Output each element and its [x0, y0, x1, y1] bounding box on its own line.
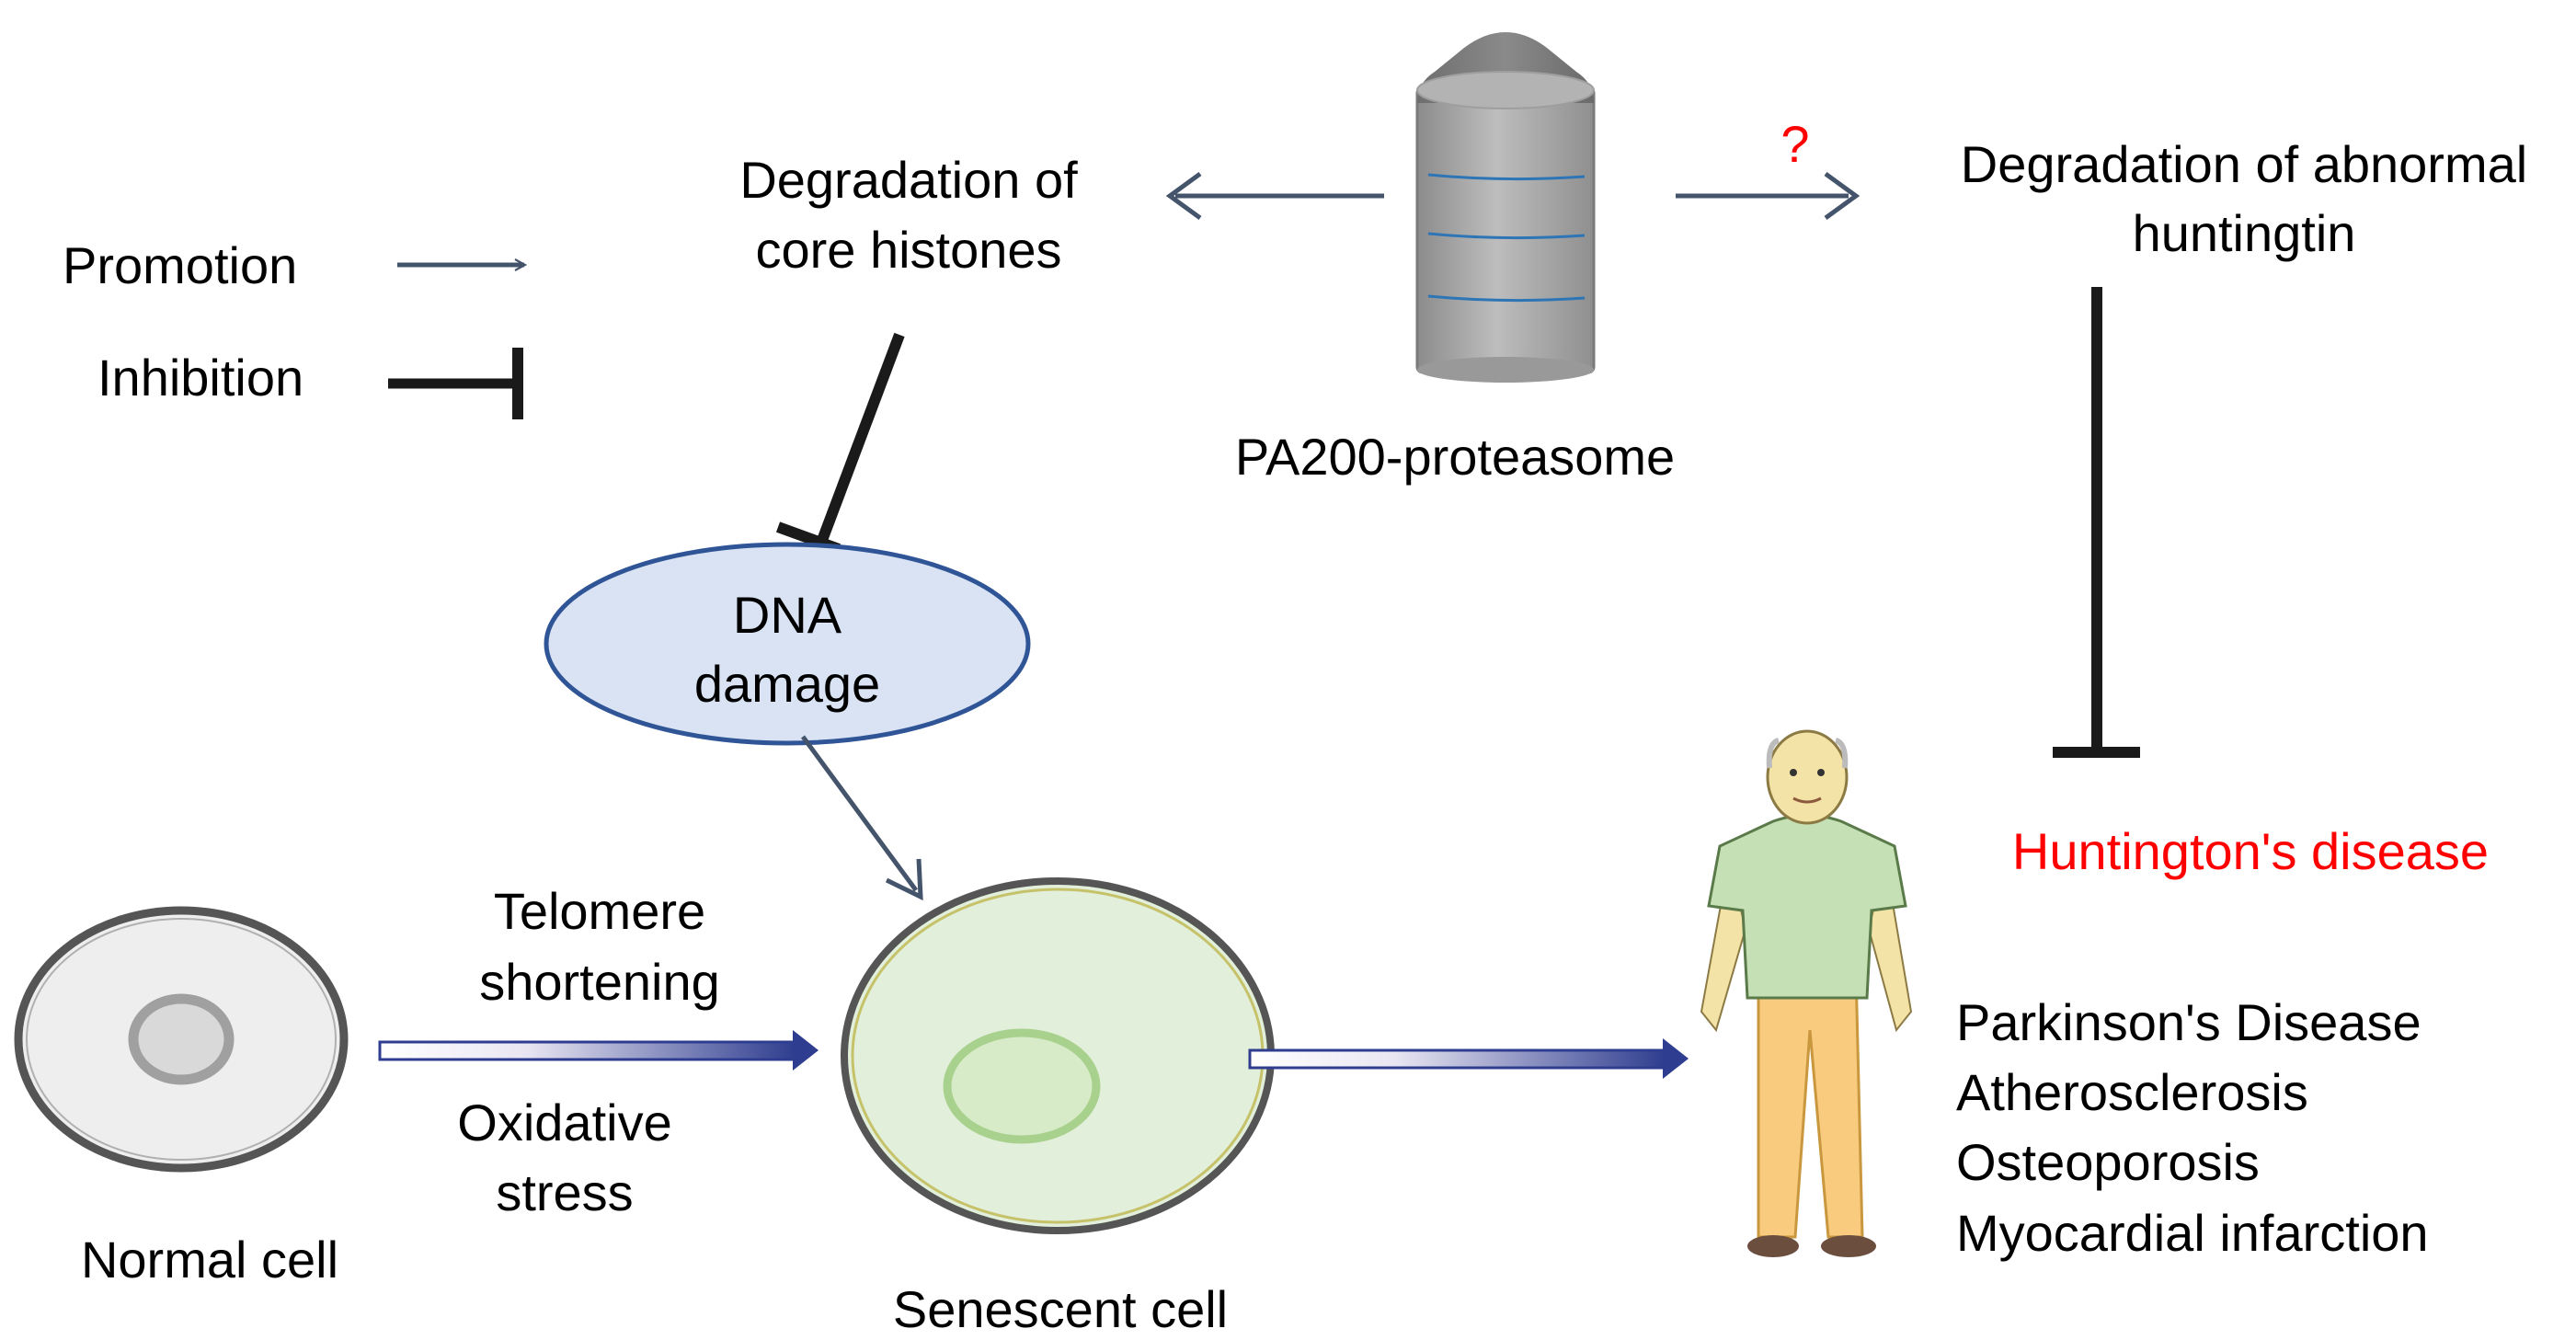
senescent-cell-label: Senescent cell: [893, 1280, 1228, 1338]
disease-parkinsons: Parkinson's Disease: [1956, 993, 2421, 1051]
normal-cell-label: Normal cell: [81, 1231, 338, 1288]
dna-damage-line2: damage: [694, 655, 880, 713]
huntingtin-degradation-line2: huntingtin: [2133, 204, 2356, 262]
disease-atherosclerosis: Atherosclerosis: [1956, 1063, 2308, 1121]
legend-promotion-label: Promotion: [63, 236, 297, 294]
normal-to-senescent-arrow: [378, 1030, 819, 1071]
huntingtin-degradation-line1: Degradation of abnormal: [1961, 135, 2527, 193]
legend-inhibition-symbol: [388, 348, 523, 419]
histone-degradation-line1: Degradation of: [739, 151, 1078, 209]
oxidative-line1: Oxidative: [457, 1094, 671, 1151]
legend-inhibition-label: Inhibition: [97, 349, 303, 407]
dna-damage-line1: DNA: [733, 586, 842, 644]
proteasome-label: PA200-proteasome: [1235, 428, 1675, 486]
senescent-cell-icon: [841, 877, 1275, 1234]
telomere-line2: shortening: [479, 953, 720, 1011]
oxidative-line2: stress: [496, 1163, 633, 1221]
huntingtin-inhibits-disease: [2053, 287, 2140, 758]
disease-myocardial-infarction: Myocardial infarction: [1956, 1204, 2429, 1262]
proteasome-to-histone-arrowhead: [1165, 171, 1202, 221]
histone-inhibits-dna-damage: [775, 332, 905, 555]
histone-degradation-line2: core histones: [755, 221, 1061, 279]
dna-to-senescent-arrow: [800, 735, 919, 892]
proteasome-cylinder-icon: [1415, 32, 1596, 383]
elderly-man-icon: [1700, 729, 1913, 1257]
proteasome-to-huntingtin-arrowhead: [1824, 171, 1860, 221]
huntingtons-disease-label: Huntington's disease: [2012, 822, 2489, 880]
disease-osteoporosis: Osteoporosis: [1956, 1133, 2260, 1191]
uncertain-question-mark: ?: [1780, 115, 1809, 173]
senescent-to-aging-arrow: [1248, 1038, 1689, 1079]
dna-damage-node: [544, 542, 1031, 746]
telomere-line1: Telomere: [494, 882, 705, 940]
normal-cell-icon: [14, 906, 349, 1173]
dna-to-senescent-arrowhead: [885, 858, 923, 901]
